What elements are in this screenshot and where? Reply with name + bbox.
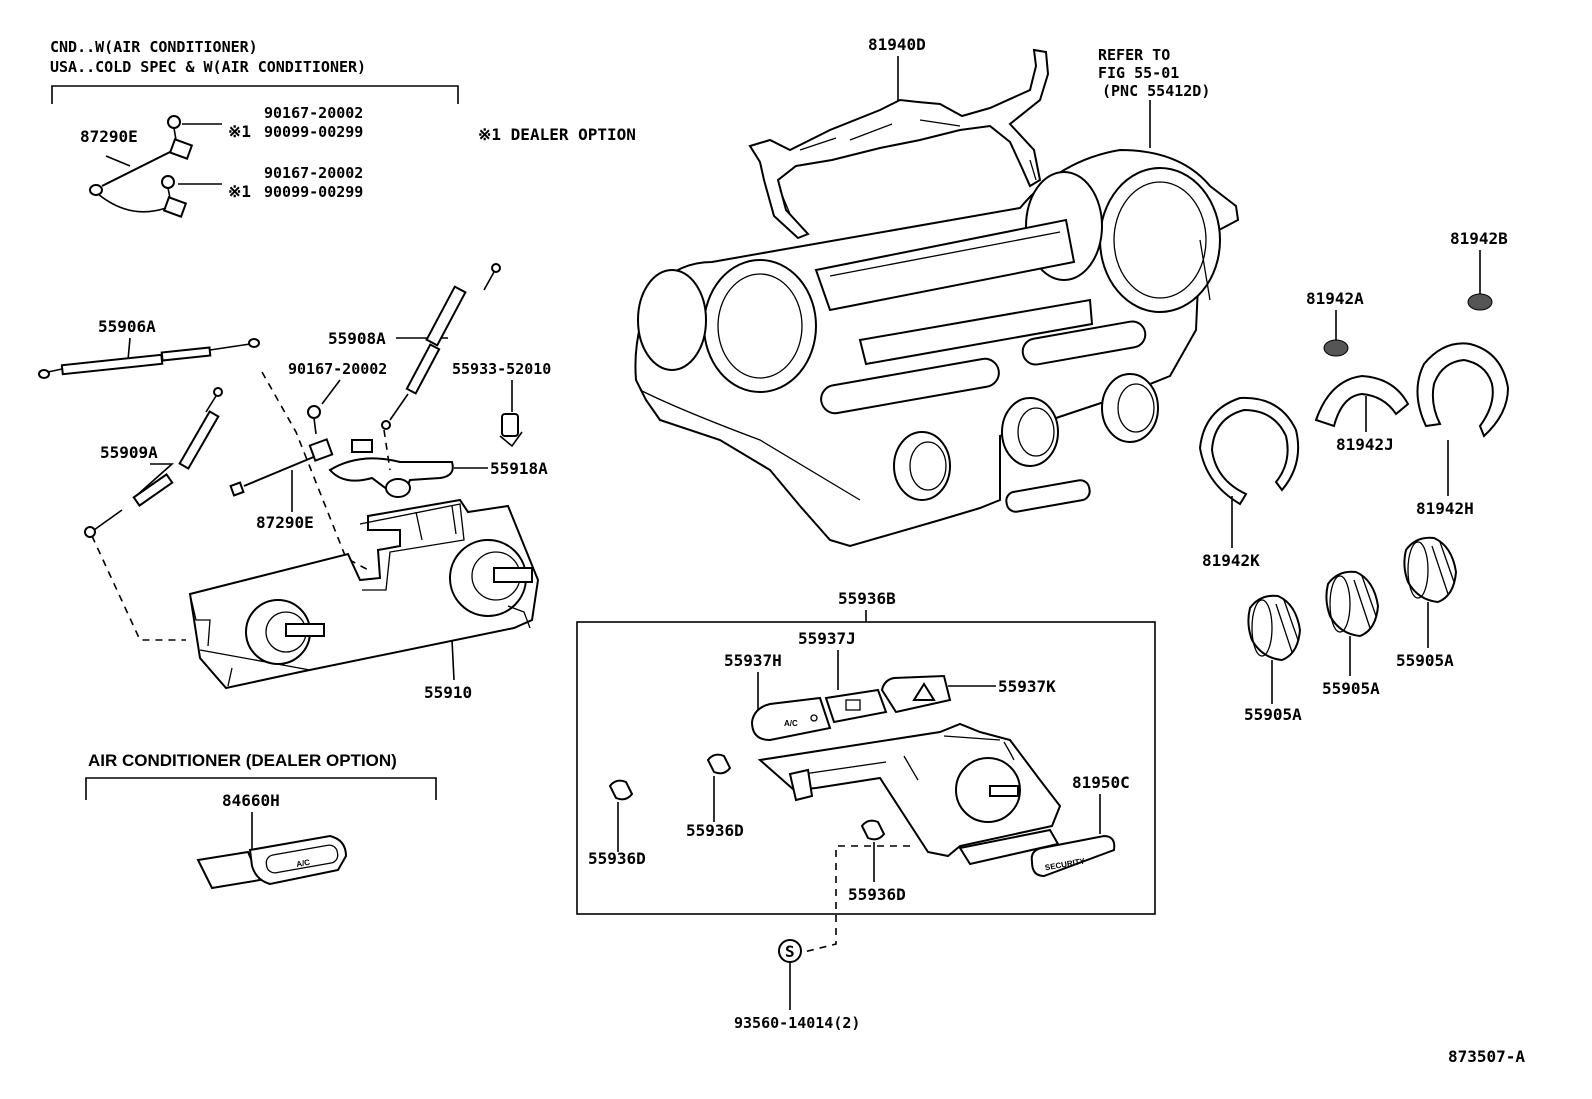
refer-line-1: REFER TO — [1098, 46, 1170, 64]
lever-55918A — [328, 439, 454, 498]
part-55906A-cable — [38, 338, 260, 379]
label-90167-20002-a: 90167-20002 — [264, 104, 363, 122]
part-87290E-top-drawing — [89, 115, 222, 218]
label-55918A: 55918A — [490, 459, 548, 478]
dealer-mark-2: ※1 — [228, 182, 251, 201]
air-conditioner-bracket — [85, 777, 437, 800]
label-55905A-2: 55905A — [1322, 679, 1380, 698]
bulb-55936D-1 — [608, 779, 634, 801]
label-93560-14014: 93560-14014(2) — [734, 1014, 860, 1032]
switch-assembly-box — [576, 621, 1156, 915]
label-55937K: 55937K — [998, 677, 1056, 696]
center-bezel — [634, 148, 1240, 548]
label-55936D-2: 55936D — [686, 821, 744, 840]
dial-ring-81942K — [1198, 396, 1300, 506]
part-55908A-cable — [381, 263, 501, 430]
label-81950C: 81950C — [1072, 773, 1130, 792]
dash-55906A — [261, 371, 373, 573]
control-unit-55910 — [188, 498, 540, 690]
label-87290E-mid: 87290E — [256, 513, 314, 532]
screw-93560-symbol: S — [778, 939, 802, 963]
bulb-55936D-3 — [860, 819, 886, 841]
switch-84660H-label: A/C — [296, 858, 311, 869]
label-55936D-3: 55936D — [848, 885, 906, 904]
dash-55909A — [91, 535, 186, 641]
clip-55933 — [499, 413, 523, 448]
knob-insert-81942B — [1467, 293, 1493, 311]
label-55909A: 55909A — [100, 443, 158, 462]
air-conditioner-section-title: AIR CONDITIONER (DEALER OPTION) — [88, 751, 397, 770]
header-bracket — [51, 85, 459, 104]
switch-84660H: A/C — [196, 834, 348, 890]
label-90167-20002-mid: 90167-20002 — [288, 360, 387, 378]
header-line-1: CND..W(AIR CONDITIONER) — [50, 38, 258, 56]
knob-insert-81942A — [1323, 339, 1349, 357]
header-line-2: USA..COLD SPEC & W(AIR CONDITIONER) — [50, 58, 366, 76]
label-81942H: 81942H — [1416, 499, 1474, 518]
label-55933-52010: 55933-52010 — [452, 360, 551, 378]
knob-55905A-3 — [1403, 536, 1458, 604]
label-90099-00299-b: 90099-00299 — [264, 183, 363, 201]
label-55905A-1: 55905A — [1244, 705, 1302, 724]
switch-55937H: A/C — [750, 696, 832, 742]
label-55906A: 55906A — [98, 317, 156, 336]
knob-55905A-1 — [1247, 594, 1302, 662]
label-55937J: 55937J — [798, 629, 856, 648]
dealer-option-note: ※1 DEALER OPTION — [478, 125, 636, 144]
label-90167-20002-b: 90167-20002 — [264, 164, 363, 182]
label-81942J: 81942J — [1336, 435, 1394, 454]
dash-screw — [803, 845, 910, 953]
part-87290E-mid-cable — [229, 438, 334, 497]
refer-line-3: (PNC 55412D) — [1102, 82, 1210, 100]
label-55908A: 55908A — [328, 329, 386, 348]
switch-bracket-frame — [757, 722, 1062, 866]
dial-ring-81942J — [1314, 374, 1410, 428]
label-84660H: 84660H — [222, 791, 280, 810]
label-87290E-top: 87290E — [80, 127, 138, 146]
figure-id: 873507-A — [1448, 1047, 1525, 1066]
duct-81940D — [748, 48, 1050, 240]
label-55936D-1: 55936D — [588, 849, 646, 868]
label-81942B: 81942B — [1450, 229, 1508, 248]
dash-55908A — [383, 429, 391, 471]
label-81940D: 81940D — [868, 35, 926, 54]
label-55937H: 55937H — [724, 651, 782, 670]
screw-90167-mid — [307, 405, 321, 435]
dealer-mark-1: ※1 — [228, 122, 251, 141]
label-55910: 55910 — [424, 683, 472, 702]
label-55905A-3: 55905A — [1396, 651, 1454, 670]
label-81942A: 81942A — [1306, 289, 1364, 308]
screw-s-mark: S — [785, 942, 795, 961]
switch-55937K-hazard — [880, 674, 952, 714]
knob-55905A-2 — [1325, 570, 1380, 638]
dial-ring-81942H — [1416, 342, 1510, 438]
switch-55937J — [824, 688, 888, 724]
switch-55937H-label: A/C — [784, 719, 798, 728]
bulb-55936D-2 — [706, 753, 732, 775]
part-55909A-cable — [84, 387, 223, 538]
refer-line-2: FIG 55-01 — [1098, 64, 1179, 82]
label-90099-00299-a: 90099-00299 — [264, 123, 363, 141]
label-55936B: 55936B — [838, 589, 896, 608]
label-81942K: 81942K — [1202, 551, 1260, 570]
